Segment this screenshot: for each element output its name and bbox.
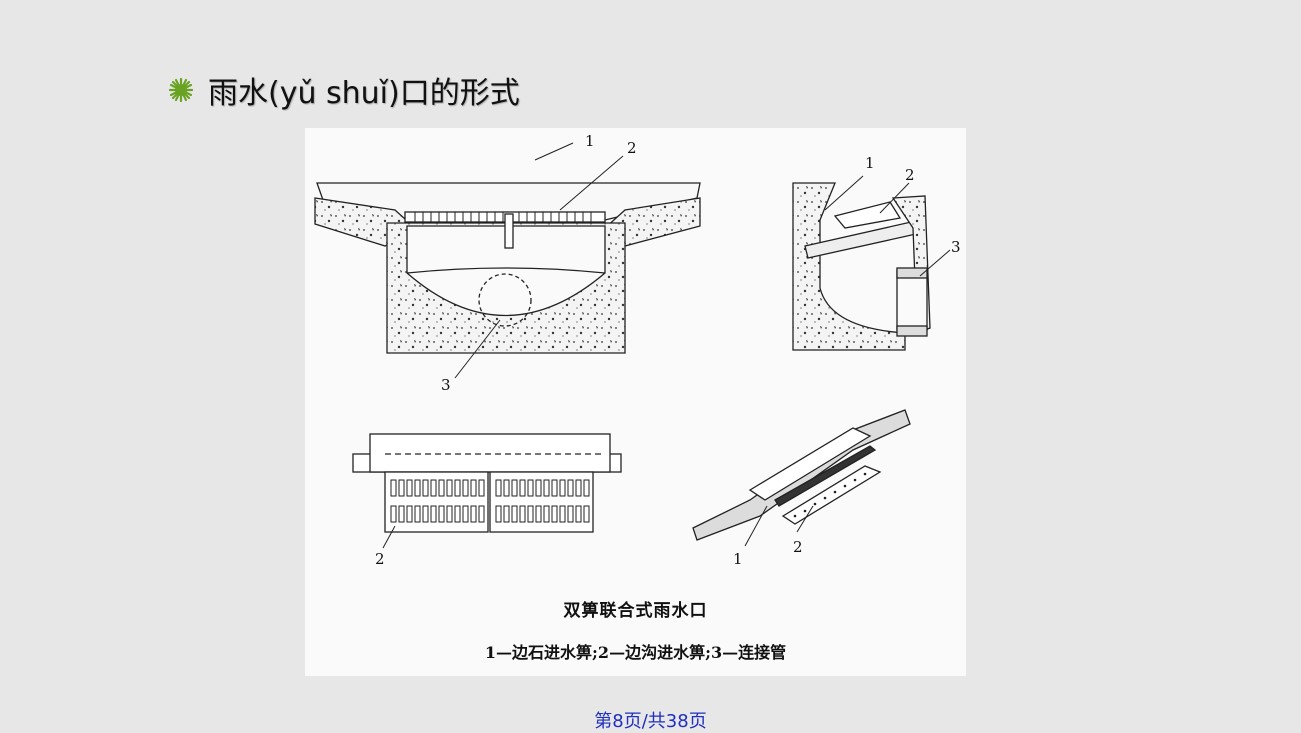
bullet-icon <box>168 77 194 103</box>
page-number: 第8页/共38页 <box>594 711 707 732</box>
label-2-iso: 2 <box>793 538 803 556</box>
label-2-side: 2 <box>905 166 915 184</box>
figure-caption-legend: 1—边石进水箅;2—边沟进水箅;3—连接管 <box>484 643 787 662</box>
inlet-drawings: 1 2 3 1 2 3 <box>314 132 961 568</box>
label-3-front: 3 <box>441 376 451 394</box>
slide-title-row: 雨水(yǔ shuǐ)口的形式 <box>168 66 520 114</box>
label-2-plan: 2 <box>375 550 385 568</box>
label-1-front: 1 <box>585 132 595 150</box>
rainwater-inlet-figure: 1 2 3 1 2 3 <box>305 128 966 676</box>
label-1-iso: 1 <box>733 550 743 568</box>
plan-view-drawing <box>352 433 622 549</box>
label-3-side: 3 <box>951 238 961 256</box>
front-section-drawing <box>314 142 701 379</box>
isometric-view-drawing <box>692 409 911 547</box>
slide-title: 雨水(yǔ shuǐ)口的形式 <box>208 76 520 111</box>
side-section-drawing <box>792 175 951 351</box>
label-1-side: 1 <box>865 154 875 172</box>
figure-caption-title: 双箅联合式雨水口 <box>563 601 708 621</box>
label-2-front: 2 <box>627 139 637 157</box>
